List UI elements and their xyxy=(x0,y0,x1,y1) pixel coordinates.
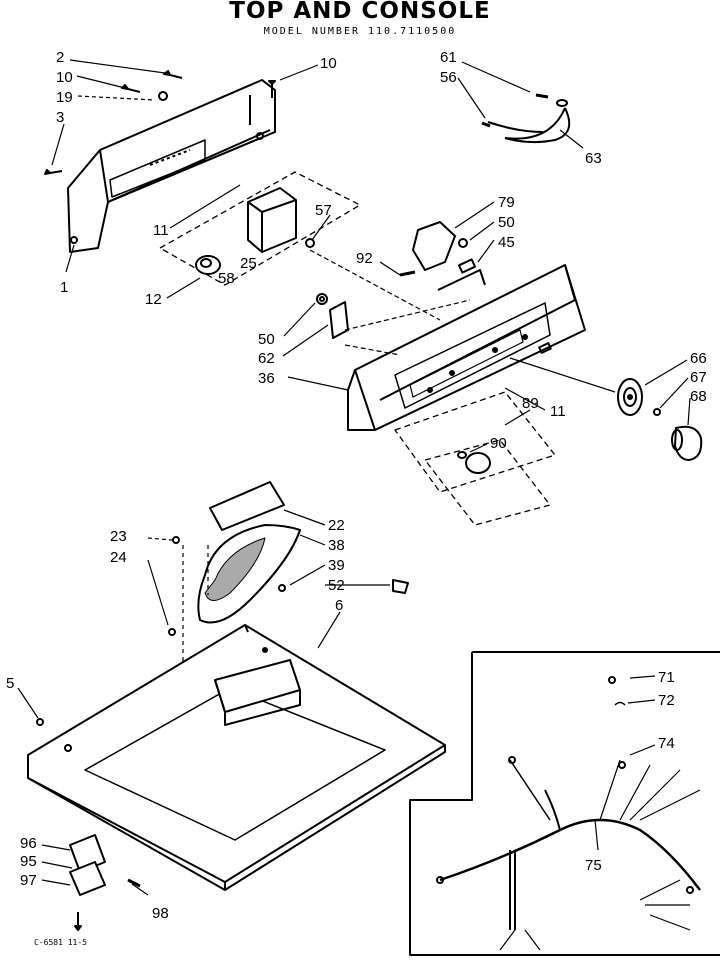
model-number: MODEL NUMBER 110.7110500 xyxy=(263,26,457,37)
leader-lines-wire xyxy=(457,61,584,149)
callout-2: 2 xyxy=(56,49,64,66)
callout-56: 56 xyxy=(440,69,457,86)
callout-22: 22 xyxy=(328,517,345,534)
callout-11-lower: 11 xyxy=(550,403,566,420)
callout-68: 68 xyxy=(690,388,707,405)
callout-62: 62 xyxy=(258,350,275,367)
callout-12: 12 xyxy=(145,291,162,308)
callout-98: 98 xyxy=(152,905,169,922)
terminal-block-assembly xyxy=(159,171,361,286)
callout-66: 66 xyxy=(690,350,707,367)
callout-5: 5 xyxy=(6,675,14,692)
callout-24: 24 xyxy=(110,549,127,566)
callout-39: 39 xyxy=(328,557,345,574)
leader-lines-89-90 xyxy=(469,409,531,453)
callout-57: 57 xyxy=(315,202,332,219)
callout-58: 58 xyxy=(218,270,235,287)
callout-97: 97 xyxy=(20,872,37,889)
lint-filter-assembly xyxy=(168,481,409,636)
callout-67: 67 xyxy=(690,369,707,386)
diagram-title: TOP AND CONSOLE xyxy=(229,0,491,24)
drawing-code: C-6581 11-5 xyxy=(34,938,87,947)
callout-61: 61 xyxy=(440,49,457,66)
leader-lines-hinge xyxy=(41,844,149,896)
callout-labels: 2 10 19 3 1 10 61 56 63 11 57 25 58 12 7… xyxy=(6,49,707,922)
callout-3: 3 xyxy=(56,109,64,126)
callout-36: 36 xyxy=(258,370,275,387)
callout-92: 92 xyxy=(356,250,373,267)
leader-lines-knob xyxy=(644,359,691,426)
wire-jumper xyxy=(481,93,571,144)
timer-knob-assembly xyxy=(617,378,703,461)
callout-19: 19 xyxy=(56,89,73,106)
callout-6: 6 xyxy=(335,597,343,614)
leader-lines-top-left xyxy=(51,59,319,273)
knob-parts-left xyxy=(316,293,349,339)
callout-74: 74 xyxy=(658,735,675,752)
wiring-harness-inset xyxy=(409,651,720,956)
leader-lines-terminal xyxy=(166,184,441,321)
callout-1: 1 xyxy=(60,279,68,296)
callout-90: 90 xyxy=(490,435,507,452)
callout-11-upper: 11 xyxy=(153,222,169,239)
hinge-bracket xyxy=(69,834,141,931)
screws-rear-bracket xyxy=(44,70,276,175)
callout-71: 71 xyxy=(658,669,675,686)
callout-38: 38 xyxy=(328,537,345,554)
callout-10: 10 xyxy=(56,69,73,86)
callout-63: 63 xyxy=(585,150,602,167)
callout-72: 72 xyxy=(658,692,675,709)
callout-50-lower: 50 xyxy=(258,331,275,348)
callout-50-upper: 50 xyxy=(498,214,515,231)
callout-45: 45 xyxy=(498,234,515,251)
switch-bracket xyxy=(399,221,486,291)
callout-25: 25 xyxy=(240,255,257,272)
leader-lines-console xyxy=(282,299,616,411)
leader-lines-filter xyxy=(147,509,390,710)
console-panel xyxy=(347,264,586,431)
leader-lines-switch xyxy=(379,201,495,276)
leader-lines-top-panel xyxy=(17,687,39,719)
callout-23: 23 xyxy=(110,528,127,545)
callout-10-right: 10 xyxy=(320,55,337,72)
rear-console-bracket xyxy=(67,79,276,253)
callout-75: 75 xyxy=(585,857,602,874)
push-to-start-assembly xyxy=(394,391,556,526)
callout-79: 79 xyxy=(498,194,515,211)
callout-52: 52 xyxy=(328,577,345,594)
leader-lines-harness xyxy=(594,675,656,851)
callout-95: 95 xyxy=(20,853,37,870)
callout-96: 96 xyxy=(20,835,37,852)
dryer-top-panel xyxy=(27,624,446,891)
callout-89: 89 xyxy=(522,395,539,412)
